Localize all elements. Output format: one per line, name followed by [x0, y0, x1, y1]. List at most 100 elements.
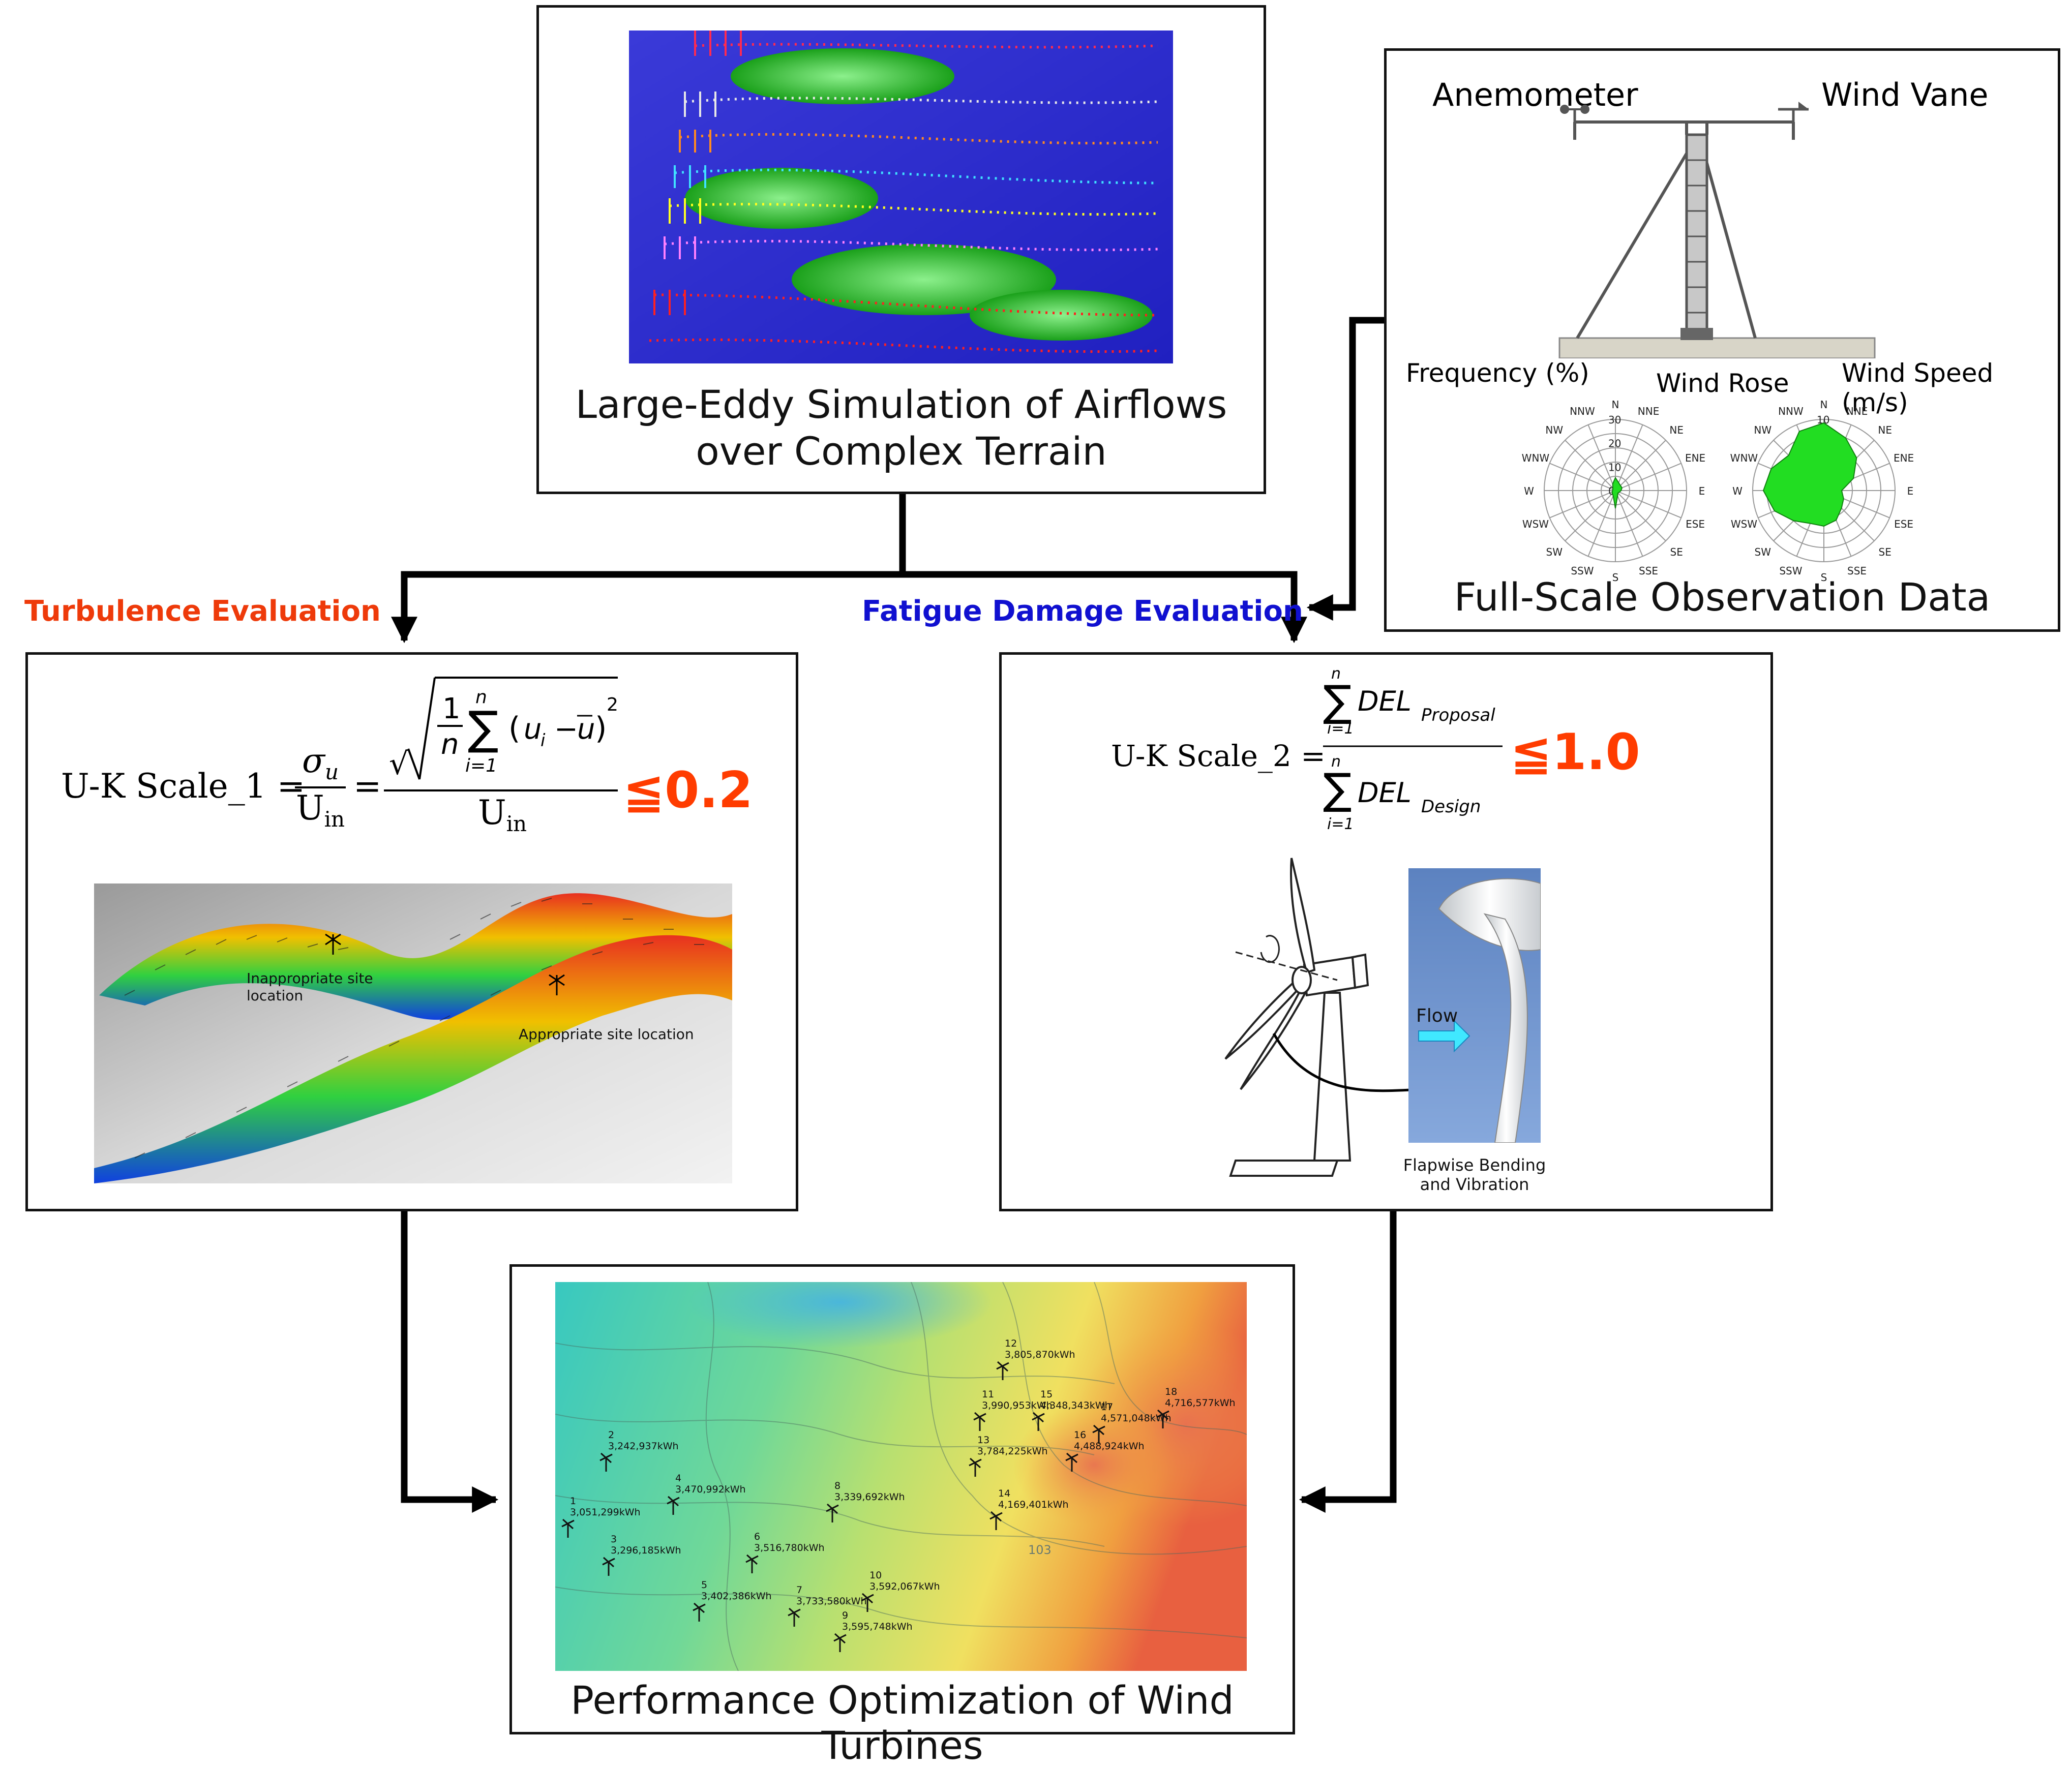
les-caption: Large-Eddy Simulation of Airflows over C… [539, 381, 1264, 475]
turbine-energy: 3,733,580kWh [796, 1596, 867, 1607]
svg-text:∑: ∑ [1323, 764, 1352, 814]
frequency-rose-direction-label: NNW [1570, 405, 1595, 417]
contour-label: 103 [1028, 1543, 1052, 1557]
turbine-marker [745, 1554, 759, 1573]
turbine-marker [826, 1503, 839, 1522]
equals-sign: = [353, 767, 382, 806]
blade-caption-line2: and Vibration [1420, 1175, 1529, 1194]
turbine-energy: 3,516,780kWh [754, 1542, 825, 1553]
turbine-marker [602, 1557, 615, 1576]
del-numerator: DEL [1358, 685, 1412, 717]
frequency-rose-petal [1611, 476, 1623, 509]
speed-rose-direction-label: SW [1755, 546, 1771, 558]
flow-label: Flow [1416, 1005, 1458, 1026]
del-denominator: DEL [1358, 777, 1412, 809]
wind-speed-wind-rose: NNNENEENEEESESESSESSSWSWWSWWWNWNWNNW1086… [1730, 399, 1914, 584]
speed-rose-direction-label: SE [1879, 546, 1891, 558]
blade-vibration-image [1408, 868, 1541, 1143]
turbine-energy: 3,990,953kWh [982, 1400, 1053, 1411]
speed-rose-direction-label: W [1732, 485, 1743, 497]
turbine-energy: 3,470,992kWh [675, 1484, 746, 1495]
arrow-fatigue-to-performance [1299, 1210, 1397, 1513]
turbine-energy: 4,488,924kWh [1074, 1441, 1145, 1452]
u-in-denominator: Uin [478, 793, 527, 836]
anemometer-label: Anemometer [1432, 76, 1638, 113]
u-in-denominator-subscript: in [506, 811, 527, 837]
turbulence-heading: Turbulence Evaluation [24, 595, 381, 628]
svg-text:2: 2 [607, 694, 618, 715]
frequency-rose-tick-label: 20 [1608, 438, 1621, 450]
speed-rose-direction-label: SSW [1779, 565, 1802, 577]
turbine-id: 10 [869, 1570, 882, 1581]
frequency-rose-direction-label: S [1612, 571, 1619, 584]
frequency-rose-direction-label: NE [1669, 424, 1684, 436]
uk-scale-1-lhs: U-K Scale_1 = [61, 767, 306, 806]
turbine-marker [667, 1496, 680, 1515]
frequency-wind-rose: NNNENEENEEESESESSESSSWSWWSWWWNWNWNNW3020… [1522, 399, 1705, 584]
wind-resource-map: 103 13,051,299kWh23,242,937kWh33,296,185… [555, 1282, 1247, 1671]
turbine-id: 13 [977, 1435, 989, 1446]
fatigue-threshold: ≦1.0 [1510, 723, 1640, 781]
les-caption-line1: Large-Eddy Simulation of Airflows [575, 382, 1227, 427]
arrow-turbulence-to-performance [401, 1210, 499, 1513]
frequency-rose-direction-label: N [1612, 399, 1619, 411]
speed-rose-direction-label: NNE [1846, 405, 1868, 417]
inappropriate-site-label-line1: Inappropriate site [247, 970, 373, 987]
turbine-energy: 3,402,386kWh [701, 1591, 772, 1602]
svg-text:i=1: i=1 [465, 755, 497, 776]
turbine-marker [1032, 1412, 1045, 1431]
speed-rose-direction-label: SSE [1847, 565, 1867, 577]
speed-rose-direction-label: WNW [1730, 452, 1758, 464]
frequency-rose-tick-label: 10 [1608, 461, 1621, 473]
frequency-rose-direction-label: SSW [1571, 565, 1594, 577]
arrow-observation-to-fatigue [1306, 317, 1384, 621]
turbine-marker [969, 1457, 982, 1477]
wind-rose-label: Wind Rose [1656, 369, 1789, 398]
blade-caption: Flapwise Bending and Vibration [1398, 1155, 1551, 1194]
svg-text:n: n [1331, 753, 1341, 771]
wind-vane-label: Wind Vane [1821, 76, 1989, 113]
speed-rose-petal [1762, 422, 1857, 527]
turbine-energy: 4,169,401kWh [998, 1499, 1069, 1510]
speed-rose-direction-label: NNW [1778, 405, 1804, 417]
turbine-energy: 4,716,577kWh [1165, 1397, 1236, 1409]
inappropriate-turbine-icon [325, 933, 341, 955]
svg-text:i: i [540, 730, 546, 751]
les-simulation-image [629, 31, 1173, 363]
blade-caption-line1: Flapwise Bending [1403, 1155, 1546, 1175]
turbine-id: 7 [796, 1584, 802, 1596]
observation-panel: Anemometer Wind Vane Frequency (%) W [1384, 48, 2060, 632]
sigma-subscript: u [325, 759, 339, 785]
inappropriate-site-label-line2: location [247, 987, 304, 1004]
u-in-subscript: in [324, 807, 345, 832]
turbine-id: 6 [754, 1531, 760, 1542]
svg-text:i=1: i=1 [1327, 815, 1354, 833]
turbine-id: 4 [675, 1473, 681, 1484]
turbine-marker [833, 1633, 847, 1652]
turbine-energy: 3,592,067kWh [869, 1581, 940, 1592]
turbine-energy: 3,051,299kWh [570, 1507, 641, 1518]
turbine-marker [788, 1607, 801, 1627]
del-numerator-subscript: Proposal [1421, 705, 1495, 725]
svg-text:u: u [577, 713, 595, 746]
svg-text:−: − [554, 713, 578, 746]
observation-caption: Full-Scale Observation Data [1454, 574, 1991, 620]
sigma-fraction: σu Uin [295, 741, 346, 832]
wind-vane-icon [1778, 102, 1809, 122]
inappropriate-site-label: Inappropriate site location [247, 970, 373, 1004]
speed-rose-direction-label: NE [1878, 424, 1892, 436]
frequency-rose-direction-label: ESE [1686, 518, 1705, 530]
observation-tower-icon [1558, 102, 1876, 358]
frequency-rose-direction-label: WSW [1522, 518, 1549, 530]
anemometer-icon [1560, 105, 1589, 122]
turbine-energy: 3,595,748kWh [842, 1621, 913, 1632]
turbine-energy: 3,784,225kWh [977, 1446, 1048, 1457]
frequency-rose-direction-label: WNW [1522, 452, 1550, 464]
turbine-id: 18 [1165, 1386, 1177, 1397]
speed-rose-direction-label: ENE [1894, 452, 1914, 464]
speed-rose-direction-label: NW [1754, 424, 1771, 436]
speed-rose-direction-label: E [1907, 485, 1914, 497]
turbine-energy: 3,242,937kWh [608, 1441, 679, 1452]
